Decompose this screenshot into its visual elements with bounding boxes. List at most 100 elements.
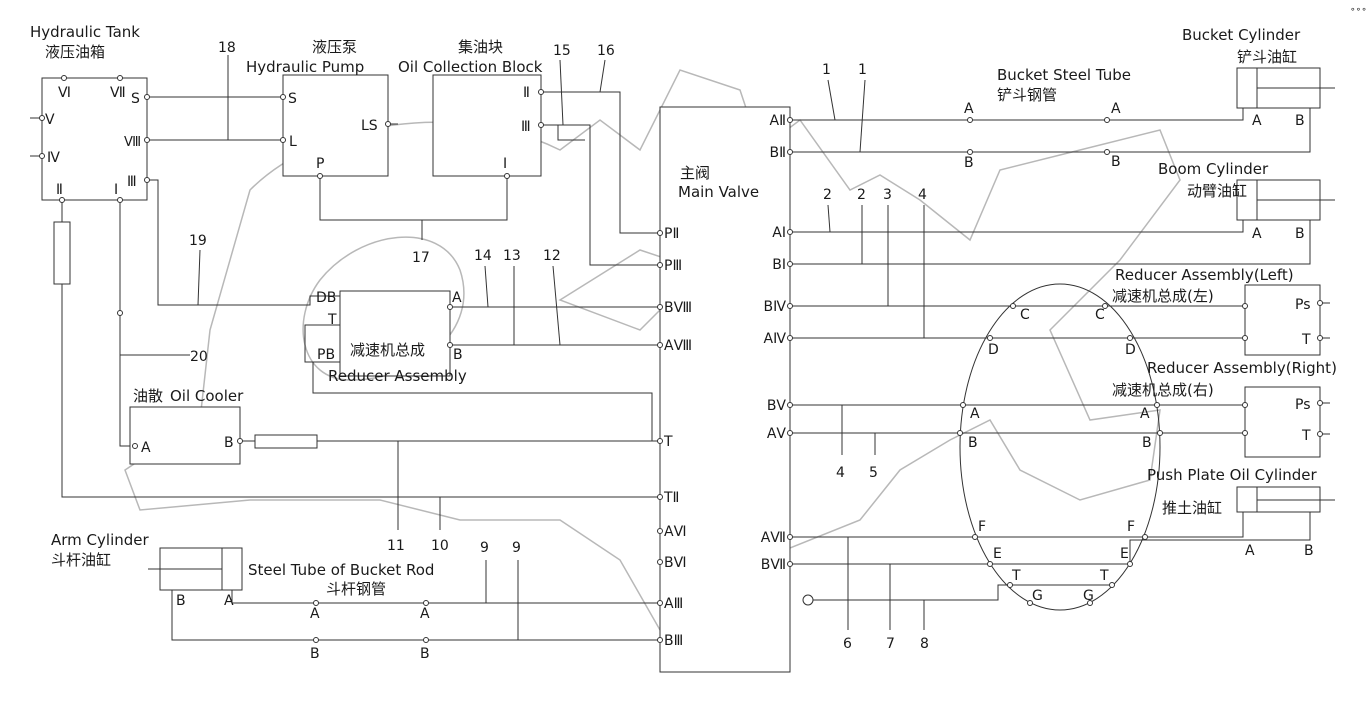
cooler-port-b: B <box>224 435 234 451</box>
hydraulic-lines <box>30 55 1330 641</box>
oil-block-title-zh: 集油块 <box>458 38 503 56</box>
line-marks: A A B B A A B B C C D D A A B B F F E E … <box>310 101 1152 662</box>
mark-ring-c2: C <box>1095 307 1105 323</box>
mark-bucket-b2: B <box>1111 154 1121 170</box>
mark-ring-a1: A <box>970 406 980 422</box>
mark-ring-f1: F <box>978 519 986 535</box>
oil-collection-block-box <box>432 74 542 177</box>
pipe-label-15: 15 <box>553 43 571 59</box>
mark-ring-a2: A <box>1140 406 1150 422</box>
mark-ring-g1: G <box>1032 588 1043 604</box>
bucket-rod-tube-title-en: Steel Tube of Bucket Rod <box>248 561 434 579</box>
cooler-port-a: A <box>141 440 151 456</box>
pipe-label-6: 6 <box>843 636 852 652</box>
pipe-label-19: 19 <box>189 233 207 249</box>
tank-port-s: S <box>131 91 140 107</box>
reducer-right-title-en: Reducer Assembly(Right) <box>1147 359 1337 377</box>
main-valve-left-ports: PⅡ PⅢ BⅧ AⅧ T TⅡ AⅥ BⅥ AⅢ BⅢ <box>663 226 692 649</box>
boom-cyl-port-a: A <box>1252 226 1262 242</box>
pipe-label-8: 8 <box>920 636 929 652</box>
reducer-left-title-en: Reducer Assembly(Left) <box>1115 266 1294 284</box>
mark-bucket-b1: B <box>964 155 974 171</box>
mark-arm-a1: A <box>310 606 320 622</box>
oil-cooler-title-zh: 油散 <box>133 387 163 405</box>
pipe-label-9a: 9 <box>480 540 489 556</box>
pump-port-s: S <box>288 91 297 107</box>
boom-cylinder-title-en: Boom Cylinder <box>1158 160 1269 178</box>
pipe-label-4a: 4 <box>918 187 927 203</box>
bucket-cylinder-title-zh: 铲斗油缸 <box>1237 48 1297 66</box>
pipe-label-3: 3 <box>883 187 892 203</box>
bucket-rod-tube-title-zh: 斗杆钢管 <box>326 580 386 598</box>
hydraulic-pump-box <box>282 74 389 177</box>
mark-ring-c1: C <box>1020 307 1030 323</box>
arm-cylinder-symbol <box>148 547 243 591</box>
tank-port-viii: Ⅷ <box>124 135 141 150</box>
hydraulic-tank-box <box>41 77 148 201</box>
bucket-cyl-port-a: A <box>1252 113 1262 129</box>
pipe-label-20: 20 <box>190 349 208 365</box>
push-plate-title-en: Push Plate Oil Cylinder <box>1147 466 1318 484</box>
mark-ring-b2: B <box>1142 435 1152 451</box>
bucket-steel-tube-title-en: Bucket Steel Tube <box>997 66 1131 84</box>
push-plate-port-a: A <box>1245 543 1255 559</box>
reducer-title-zh: 减速机总成 <box>350 341 425 359</box>
hydraulic-tank-title-en: Hydraulic Tank <box>30 23 140 41</box>
mark-ring-t1: T <box>1011 568 1021 584</box>
reducer-port-pb: PB <box>317 347 335 363</box>
rotary-joint-ring <box>959 283 1161 611</box>
mark-bucket-a2: A <box>1111 101 1121 117</box>
oil-filter <box>254 434 318 449</box>
pipe-label-1b: 1 <box>858 62 867 78</box>
pipe-label-11: 11 <box>387 538 405 554</box>
push-plate-title-zh: 推土油缸 <box>1162 499 1222 517</box>
mv-port-avii: AⅦ <box>761 530 786 546</box>
mark-ring-g2: G <box>1083 588 1094 604</box>
mv-port-bi: BⅠ <box>772 257 786 273</box>
plug-symbol <box>802 594 814 606</box>
arm-cylinder-title-en: Arm Cylinder <box>51 531 149 549</box>
mark-ring-d2: D <box>1125 342 1136 358</box>
pump-port-p: P <box>316 156 324 172</box>
main-valve-right-ports: AⅡ BⅡ AⅠ BⅠ BⅣ AⅣ BⅤ AⅤ AⅦ BⅦ <box>761 113 787 573</box>
mark-ring-e2: E <box>1120 546 1129 562</box>
mv-port-tii: TⅡ <box>663 490 679 506</box>
mark-ring-d1: D <box>988 342 999 358</box>
mark-ring-f2: F <box>1127 519 1135 535</box>
pipe-label-5: 5 <box>869 465 878 481</box>
mv-port-aiv: AⅣ <box>764 331 787 347</box>
corner-glyph: ∘∘∘ <box>1350 5 1367 15</box>
bucket-cylinder-title-en: Bucket Cylinder <box>1182 26 1301 44</box>
pipe-label-1a: 1 <box>822 62 831 78</box>
reducer-left-box <box>1244 284 1321 356</box>
reducer-right-title-zh: 减速机总成(右) <box>1112 381 1214 399</box>
pipe-label-18: 18 <box>218 40 236 56</box>
mark-ring-t2: T <box>1099 568 1109 584</box>
reducer-title-en: Reducer Assembly <box>328 367 467 385</box>
reducer-right-port-ps: Ps <box>1295 397 1311 413</box>
mv-port-av: AⅤ <box>767 426 787 442</box>
pipe-label-17: 17 <box>412 250 430 266</box>
pipe-label-2a: 2 <box>823 187 832 203</box>
mv-port-ai: AⅠ <box>772 225 786 241</box>
pipe-label-4b: 4 <box>836 465 845 481</box>
mv-port-bvii: BⅦ <box>761 557 786 573</box>
hydraulic-pump-title-zh: 液压泵 <box>312 38 357 56</box>
block-port-iii: Ⅲ <box>521 119 531 135</box>
pipe-numbers: 1 1 2 2 3 4 4 5 6 7 8 9 9 10 11 12 13 14… <box>189 40 929 652</box>
main-valve-title-zh: 主阀 <box>680 164 710 182</box>
bucket-cyl-port-b: B <box>1295 113 1305 129</box>
mark-arm-b2: B <box>420 646 430 662</box>
pump-port-l: L <box>289 134 297 150</box>
hydraulic-pump-title-en: Hydraulic Pump <box>246 58 364 76</box>
mv-port-biii: BⅢ <box>664 633 683 649</box>
tank-port-iv: Ⅳ <box>47 150 60 166</box>
mark-ring-b1: B <box>968 435 978 451</box>
arm-port-b: B <box>176 593 186 609</box>
reducer-port-t: T <box>327 312 337 328</box>
pipe-label-9b: 9 <box>512 540 521 556</box>
pipe-label-2b: 2 <box>857 187 866 203</box>
arm-port-a: A <box>224 593 234 609</box>
port-dots <box>39 75 1323 643</box>
mv-port-pii: PⅡ <box>664 226 679 242</box>
